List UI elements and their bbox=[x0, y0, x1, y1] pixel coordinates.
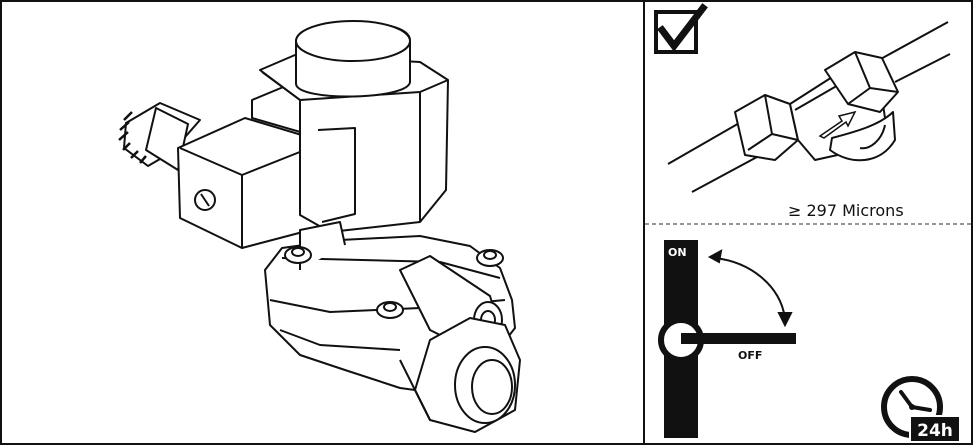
flow-arrow-icon bbox=[818, 110, 857, 139]
shutoff-lever-switch bbox=[658, 240, 796, 438]
clock-icon bbox=[881, 376, 961, 443]
switch-off-label: OFF bbox=[738, 349, 763, 362]
timer-duration-label: 24h bbox=[917, 421, 953, 441]
checkbox-checked-icon bbox=[654, 3, 708, 54]
filter-mesh-label: ≥ 297 Microns bbox=[788, 201, 904, 220]
strainer-filter-illustration bbox=[667, 21, 951, 193]
switch-on-label: ON bbox=[668, 246, 687, 259]
rotate-arrow-icon bbox=[707, 249, 793, 328]
solenoid-valve-illustration bbox=[118, 20, 521, 433]
